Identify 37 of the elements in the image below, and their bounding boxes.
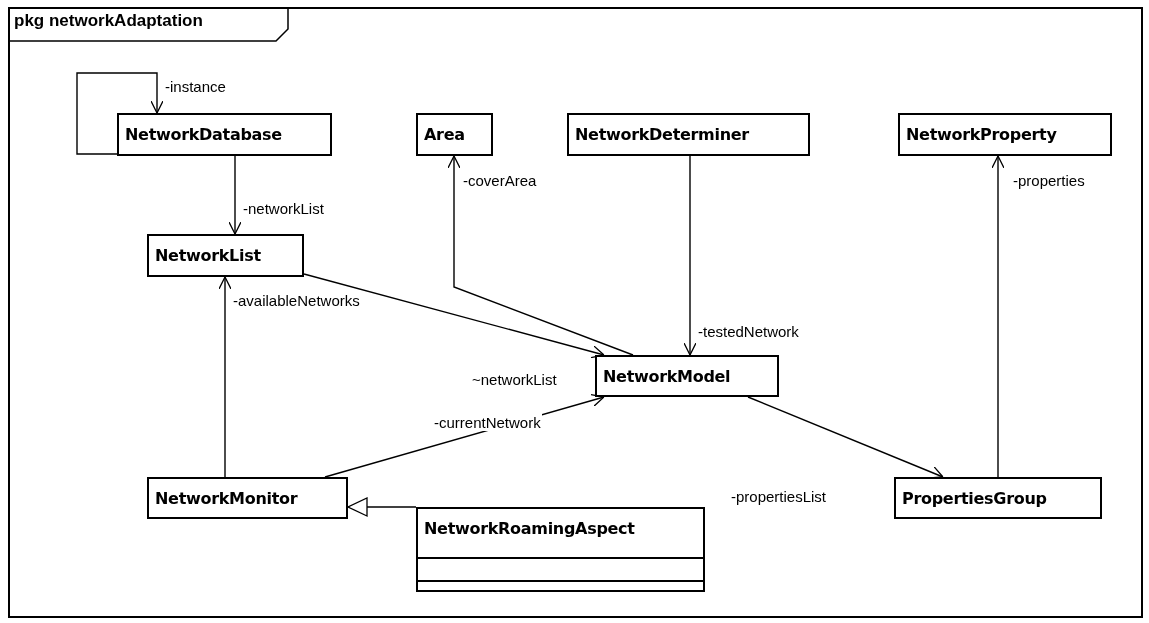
association-arrow — [228, 155, 242, 235]
role-label: ~networkList — [471, 371, 558, 388]
class-name: NetworkDatabase — [125, 125, 282, 144]
association-arrow — [303, 273, 605, 359]
class-name: NetworkList — [155, 246, 261, 265]
package-frame — [8, 7, 1143, 618]
class-name: NetworkDeterminer — [575, 125, 749, 144]
association-arrow — [218, 276, 232, 478]
class-name: NetworkProperty — [906, 125, 1057, 144]
generalization-arrow — [347, 497, 417, 517]
class-box — [595, 355, 779, 397]
class-box — [117, 113, 332, 156]
package-title: pkg networkAdaptation — [14, 11, 203, 31]
association-arrow — [991, 155, 1005, 478]
role-label: -networkList — [242, 200, 325, 217]
role-label: -properties — [1012, 172, 1086, 189]
class-box — [567, 113, 810, 156]
class-name: Area — [424, 125, 465, 144]
class-name: NetworkMonitor — [155, 489, 298, 508]
class-box — [894, 477, 1102, 519]
role-label: -propertiesList — [730, 488, 828, 505]
class-box — [147, 234, 304, 277]
role-label: -testedNetwork — [697, 323, 800, 340]
class-box — [898, 113, 1112, 156]
class-box — [416, 507, 705, 592]
association-arrow — [447, 155, 634, 356]
role-label: -instance — [164, 78, 227, 95]
class-name: NetworkRoamingAspect — [424, 519, 635, 538]
association-arrow — [747, 396, 944, 479]
class-box — [147, 477, 348, 519]
class-box — [416, 113, 493, 156]
class-name: NetworkModel — [603, 367, 731, 386]
association-arrow — [76, 72, 164, 155]
class-name: PropertiesGroup — [902, 489, 1047, 508]
association-arrow — [683, 155, 697, 356]
role-label: -currentNetwork — [433, 414, 542, 431]
role-label: -availableNetworks — [232, 292, 361, 309]
